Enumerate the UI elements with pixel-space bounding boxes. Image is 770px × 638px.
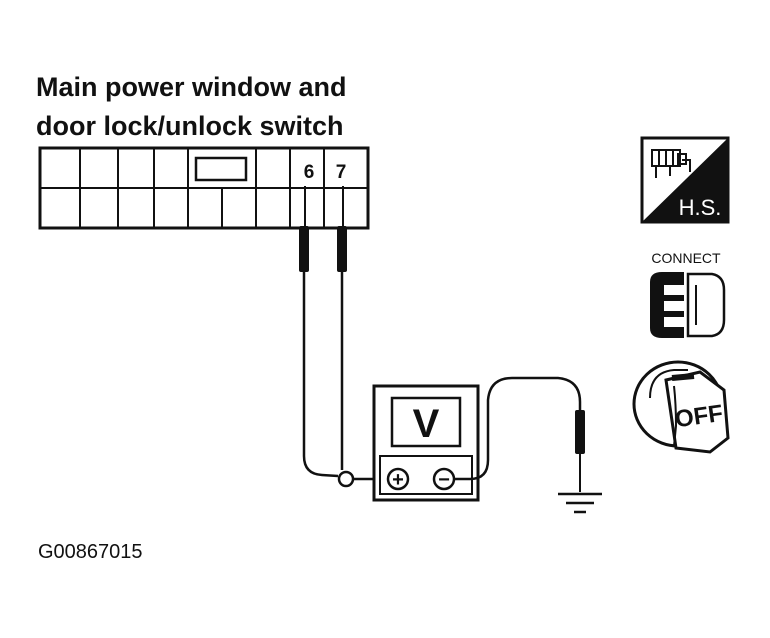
harness-side-label: H.S. xyxy=(679,195,722,220)
connect-icon xyxy=(650,272,726,338)
ground-probe xyxy=(575,410,585,492)
probe-pin-6 xyxy=(299,186,309,272)
ignition-off-icon xyxy=(632,360,730,454)
meter-plus-terminal xyxy=(386,467,410,491)
ignition-off-label: OFF xyxy=(673,400,724,433)
meter-display-label: V xyxy=(413,402,440,446)
wire-ground xyxy=(454,376,582,481)
meter-minus-label: − xyxy=(438,469,450,491)
title-line-1: Main power window and xyxy=(36,72,347,102)
harness-side-icon xyxy=(640,136,730,224)
voltmeter xyxy=(372,384,480,502)
probe-pin-7 xyxy=(337,186,347,272)
wire-pin-6 xyxy=(302,272,339,478)
title-line-2: door lock/unlock switch xyxy=(36,111,344,141)
diagram-title: Main power window and door lock/unlock s… xyxy=(36,68,347,146)
wire-junction xyxy=(337,470,355,488)
meter-plus-label: + xyxy=(392,469,404,491)
ground-symbol xyxy=(558,492,602,514)
figure-code: G00867015 xyxy=(38,541,143,563)
pin-7-label: 7 xyxy=(336,162,347,183)
pin-6-label: 6 xyxy=(304,162,315,183)
connect-label: CONNECT xyxy=(651,250,721,266)
switch-connector xyxy=(38,146,370,230)
